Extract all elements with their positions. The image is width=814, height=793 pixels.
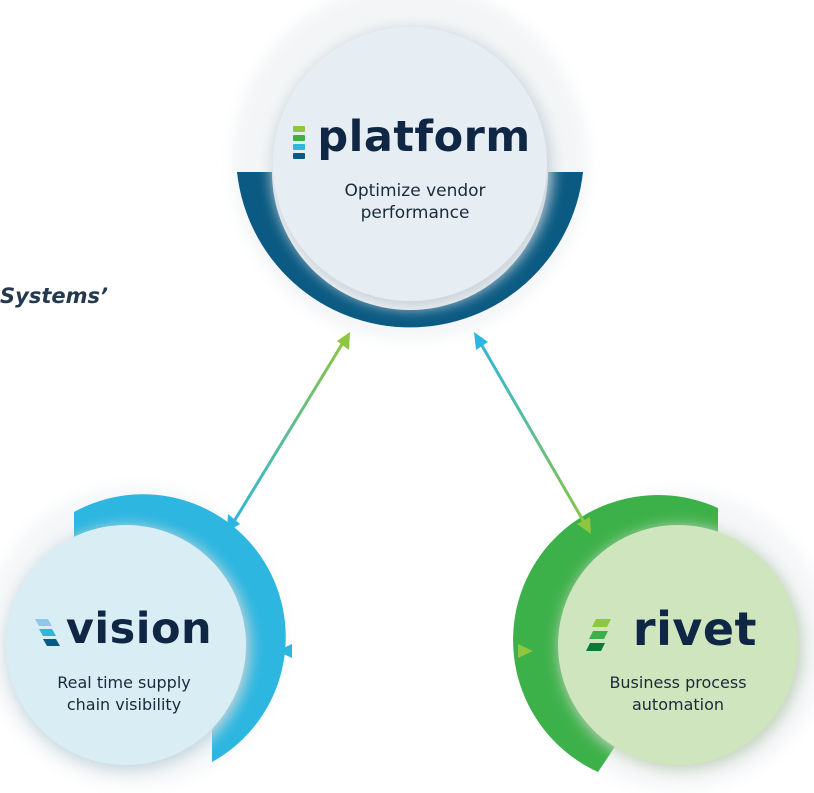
side-caption: Systems’ [0,284,108,308]
arrow-platform-rivet [474,332,591,534]
vision-node [0,486,286,786]
platform-logo: platform [317,112,531,162]
vision-description: Real time supply chain visibility [57,673,191,714]
platform-node [232,0,588,340]
vision-text: vision Real time supply chain visibility [14,600,234,716]
platform-description: Optimize vendor performance [344,181,486,223]
rivet-logo: rivet [632,602,758,656]
vision-circle [6,525,246,765]
rivet-ring [513,495,718,772]
platform-stacked-bars-icon [293,126,305,159]
vision-slanted-stripes-icon [35,619,60,646]
platform-circle [273,27,547,301]
rivet-slanted-stripes-icon [586,619,611,651]
arrow-vision-rivet [277,644,533,658]
vision-logo: vision [65,604,213,654]
platform-ring [237,172,583,328]
rivet-circle [558,525,798,765]
rivet-node [513,490,814,790]
arrow-vision-platform [227,332,350,532]
rivet-description: Business process automation [609,673,747,714]
platform-text: platform Optimize vendor performance [300,108,530,224]
rivet-text: rivet Business process automation [570,600,786,716]
